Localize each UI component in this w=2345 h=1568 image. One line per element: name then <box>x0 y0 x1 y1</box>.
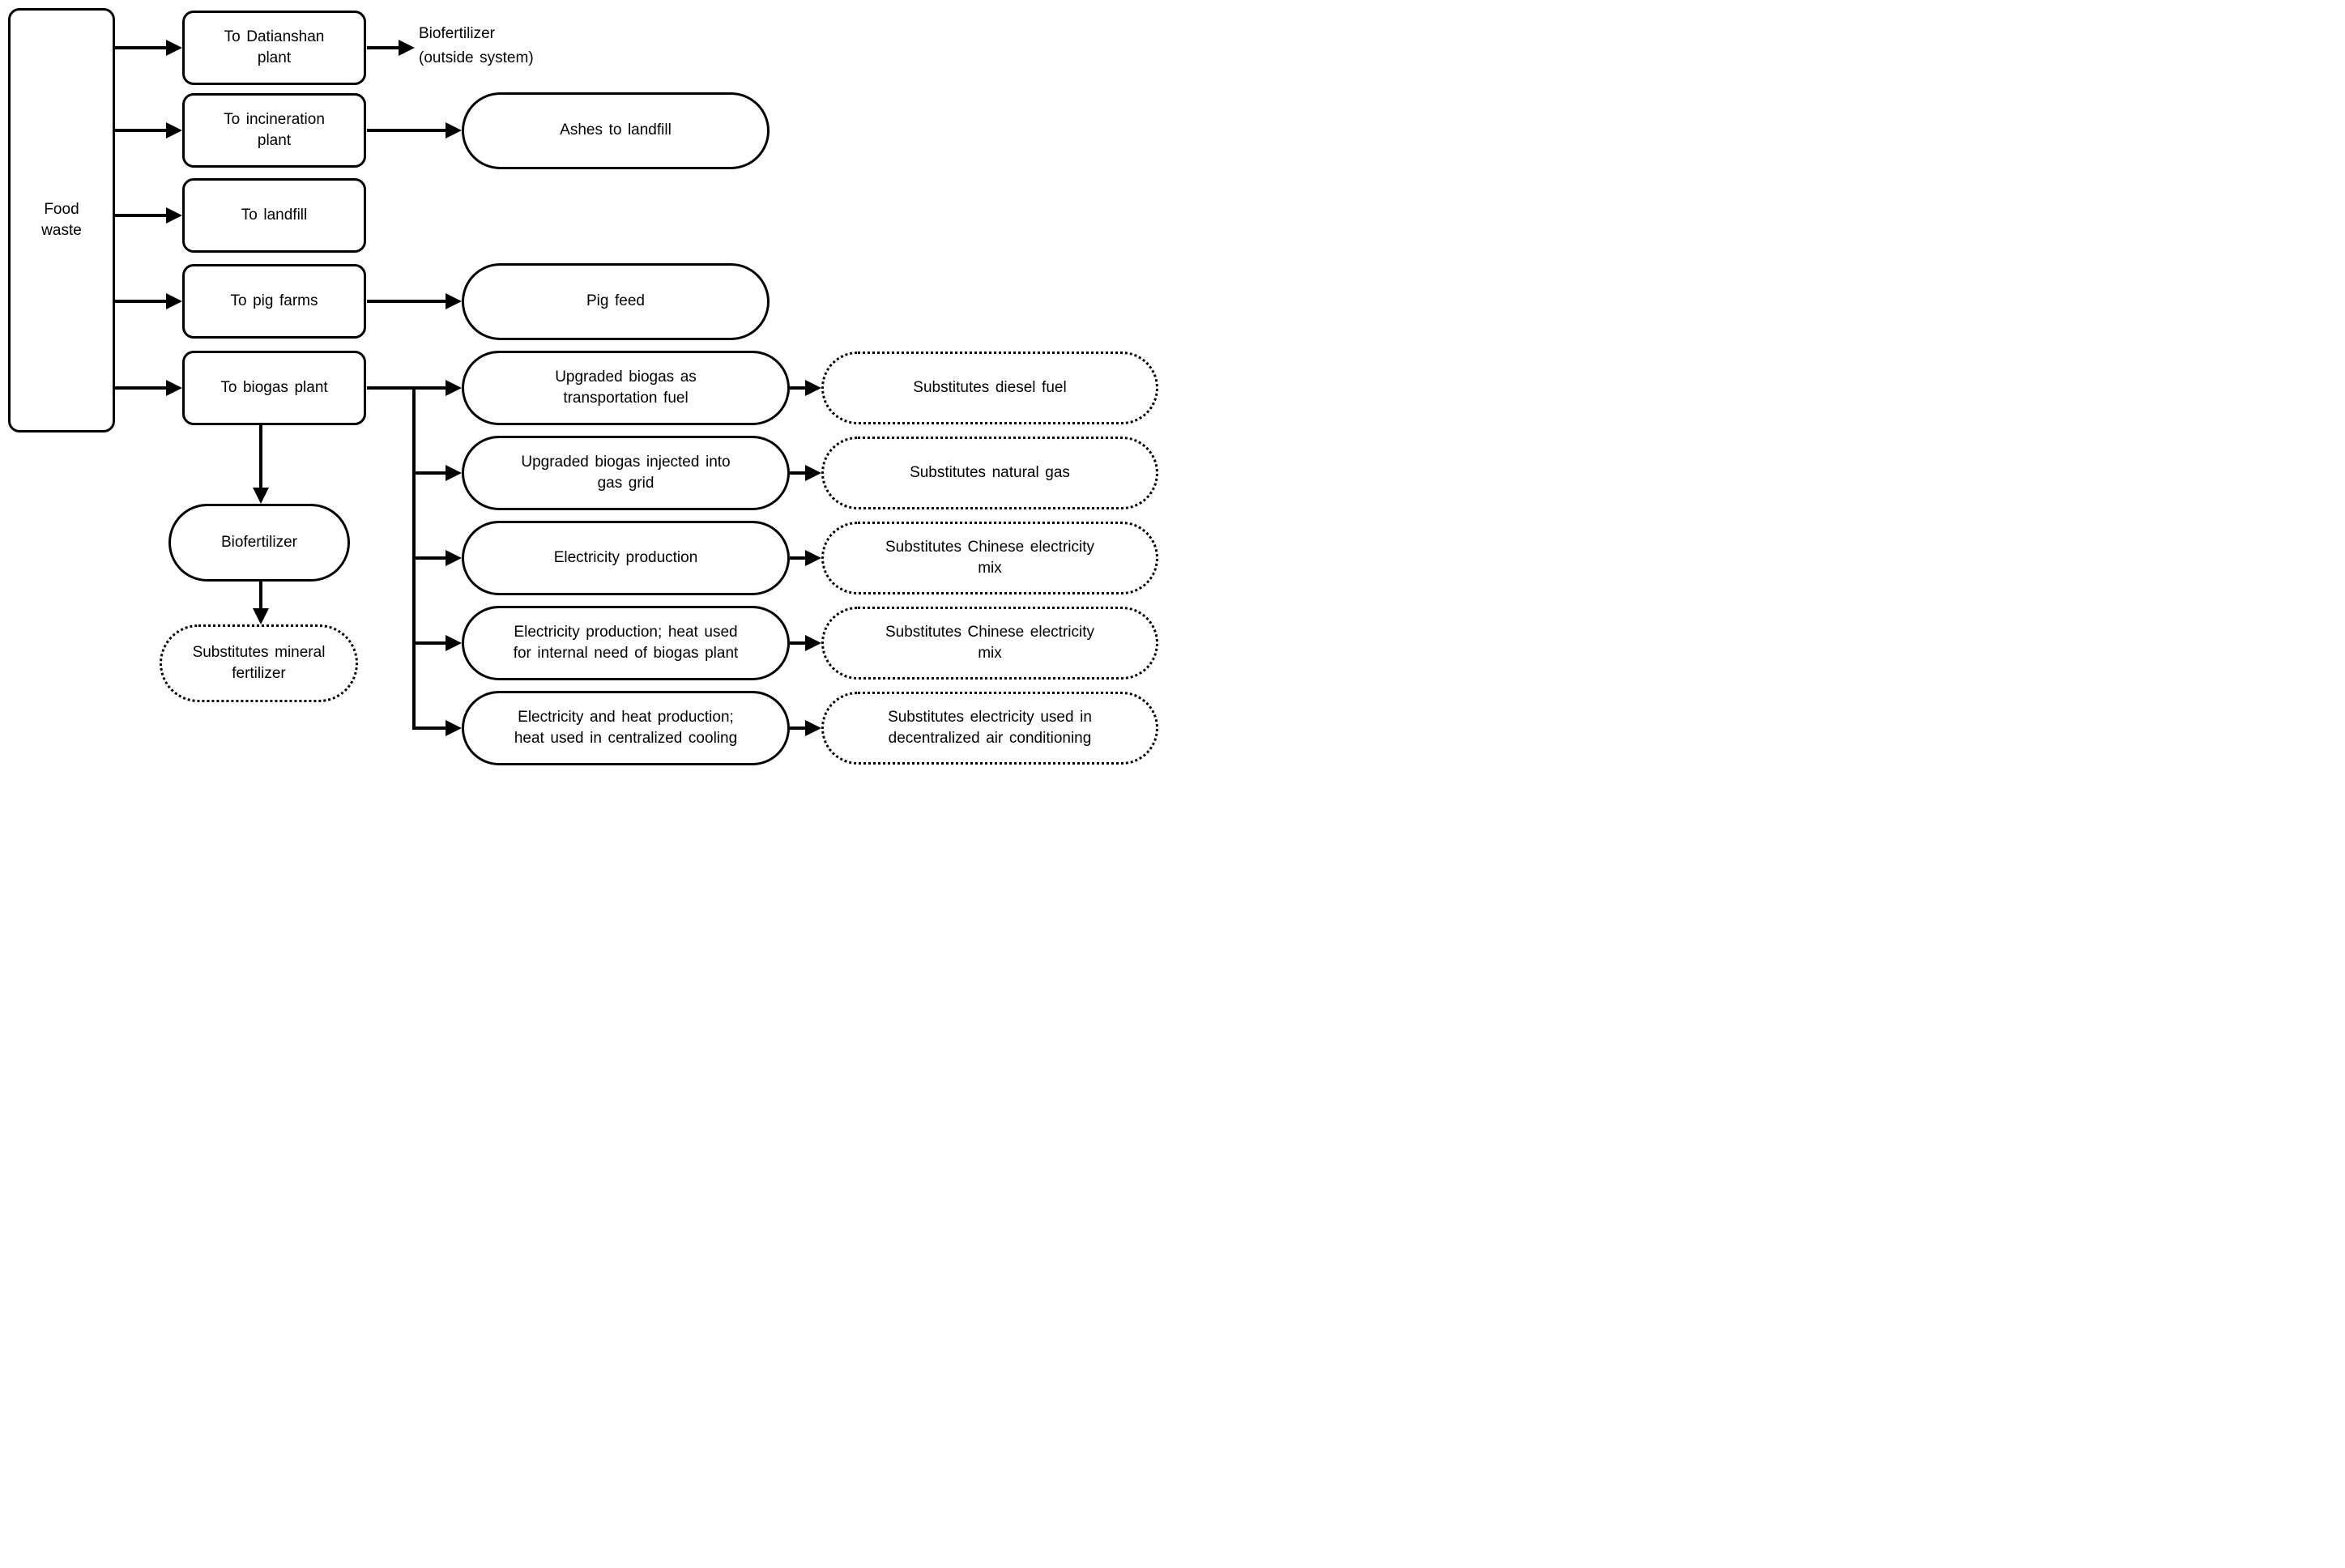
arrow-head <box>446 122 462 138</box>
arrow-shaft <box>367 300 446 303</box>
arrow-head <box>446 635 462 651</box>
arrow-gas-grid-to-natural-gas <box>790 465 821 481</box>
node-to-biogas-plant: To biogas plant <box>182 351 366 425</box>
arrow-head <box>446 380 462 396</box>
node-substitutes-natural-gas: Substitutes natural gas <box>821 437 1158 509</box>
arrow-biogas-to-transport-fuel <box>367 380 462 396</box>
arrow-cooling-to-decentralized-ac <box>790 720 821 736</box>
arrow-shaft <box>790 386 805 390</box>
arrow-head <box>805 720 821 736</box>
arrow-shaft <box>790 556 805 560</box>
arrow-shaft <box>367 46 399 49</box>
arrow-shaft <box>259 425 262 488</box>
node-substitutes-chinese-electricity-mix-2: Substitutes Chinese electricity mix <box>821 607 1158 680</box>
arrow-food-waste-to-landfill <box>115 207 182 224</box>
arrow-head <box>805 465 821 481</box>
arrow-biogas-to-biofertilizer <box>253 425 269 504</box>
arrow-datianshan-to-biofertilizer-outside <box>367 40 415 56</box>
arrow-shaft <box>414 556 446 560</box>
arrow-head <box>166 40 182 56</box>
arrow-head <box>446 465 462 481</box>
node-to-landfill: To landfill <box>182 178 366 253</box>
arrow-shaft <box>414 471 446 475</box>
arrow-shaft <box>115 129 166 132</box>
arrow-shaft <box>115 300 166 303</box>
arrow-head <box>253 608 269 624</box>
node-ashes-to-landfill: Ashes to landfill <box>462 92 770 169</box>
arrow-shaft <box>790 641 805 645</box>
arrow-head <box>166 122 182 138</box>
arrow-head <box>805 380 821 396</box>
arrow-food-waste-to-biogas <box>115 380 182 396</box>
arrow-transport-fuel-to-diesel <box>790 380 821 396</box>
arrow-pig-farms-to-pig-feed <box>367 293 462 309</box>
arrow-head <box>805 550 821 566</box>
arrow-shaft <box>414 641 446 645</box>
arrow-shaft <box>790 726 805 730</box>
arrow-head <box>166 380 182 396</box>
node-substitutes-decentralized-air-conditioning: Substitutes electricity used in decentra… <box>821 692 1158 765</box>
arrow-head <box>446 293 462 309</box>
node-pig-feed: Pig feed <box>462 263 770 340</box>
arrow-shaft <box>414 726 446 730</box>
arrow-shaft <box>115 386 166 390</box>
arrow-head <box>166 293 182 309</box>
node-upgraded-biogas-gas-grid: Upgraded biogas injected into gas grid <box>462 436 790 510</box>
arrow-biofertilizer-to-mineral-fertilizer <box>253 582 269 624</box>
arrow-food-waste-to-datianshan <box>115 40 182 56</box>
node-to-incineration-plant: To incineration plant <box>182 93 366 168</box>
node-biofertilizer-outside-system: Biofertilizer (outside system) <box>419 25 534 67</box>
node-substitutes-chinese-electricity-mix-1: Substitutes Chinese electricity mix <box>821 522 1158 594</box>
arrow-head <box>166 207 182 224</box>
node-to-pig-farms: To pig farms <box>182 264 366 339</box>
food-waste-flow-diagram: Food waste To Datianshan plant To incine… <box>0 0 1173 784</box>
arrow-electricity-to-mix-1 <box>790 550 821 566</box>
arrow-shaft <box>115 214 166 217</box>
node-biofertilizer: Biofertilizer <box>168 504 350 582</box>
arrow-biogas-to-electricity-production <box>414 550 462 566</box>
arrow-electricity-heat-to-mix-2 <box>790 635 821 651</box>
node-electricity-production: Electricity production <box>462 521 790 595</box>
node-food-waste: Food waste <box>8 8 115 432</box>
node-substitutes-mineral-fertilizer: Substitutes mineral fertilizer <box>160 624 358 702</box>
arrow-head <box>446 720 462 736</box>
arrow-head <box>446 550 462 566</box>
arrow-shaft <box>367 386 446 390</box>
node-upgraded-biogas-transportation-fuel: Upgraded biogas as transportation fuel <box>462 351 790 425</box>
arrow-shaft <box>115 46 166 49</box>
node-substitutes-diesel-fuel: Substitutes diesel fuel <box>821 352 1158 424</box>
arrow-shaft <box>367 129 446 132</box>
node-to-datianshan-plant: To Datianshan plant <box>182 11 366 85</box>
arrow-incineration-to-ashes <box>367 122 462 138</box>
arrow-head <box>805 635 821 651</box>
node-electricity-heat-centralized-cooling: Electricity and heat production; heat us… <box>462 691 790 765</box>
arrow-head <box>253 488 269 504</box>
arrow-shaft <box>790 471 805 475</box>
arrow-biogas-to-gas-grid <box>414 465 462 481</box>
arrow-food-waste-to-incineration <box>115 122 182 138</box>
arrow-head <box>399 40 415 56</box>
arrow-shaft <box>259 582 262 608</box>
arrow-biogas-to-electricity-heat-internal <box>414 635 462 651</box>
arrow-biogas-to-electricity-heat-cooling <box>414 720 462 736</box>
arrow-food-waste-to-pig-farms <box>115 293 182 309</box>
node-electricity-production-heat-internal: Electricity production; heat used for in… <box>462 606 790 680</box>
